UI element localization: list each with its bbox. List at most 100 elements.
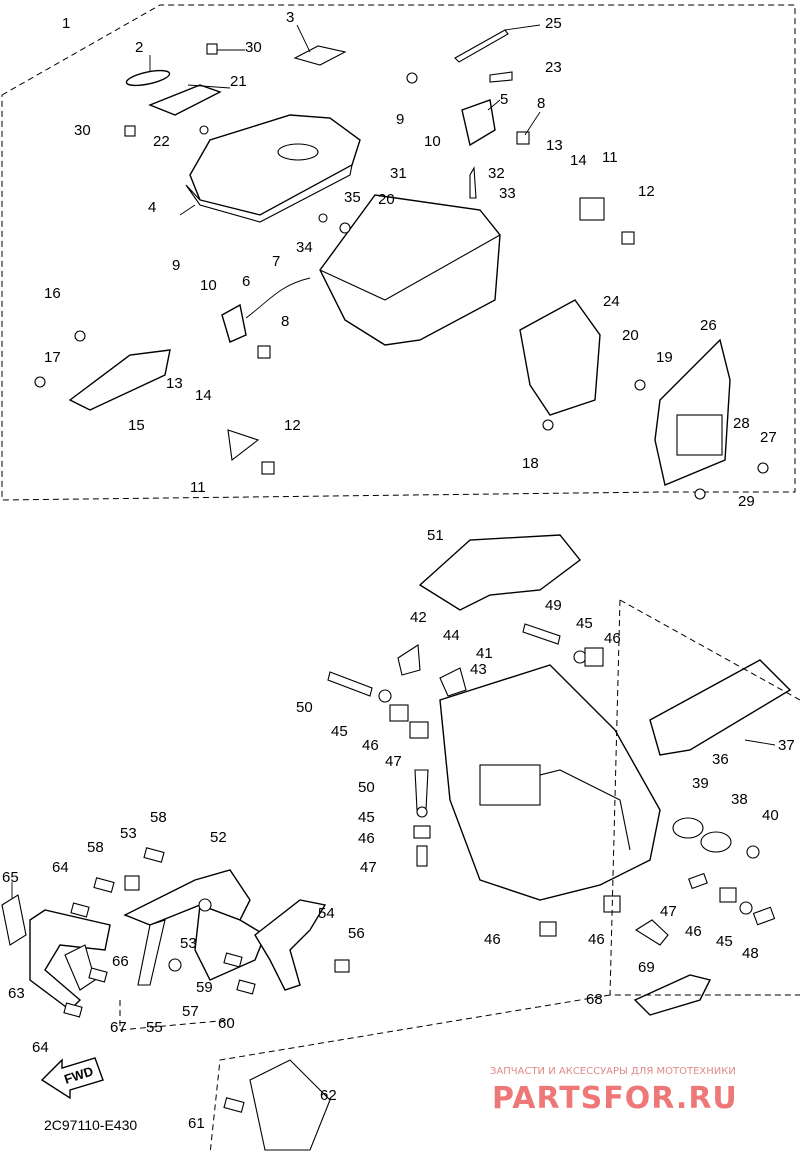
callout-47: 47	[385, 753, 402, 770]
callout-39: 39	[692, 775, 709, 792]
callout-60: 60	[218, 1015, 235, 1032]
callout-65: 65	[2, 869, 19, 886]
callout-8: 8	[281, 313, 289, 330]
callout-66: 66	[112, 953, 129, 970]
callout-53: 53	[180, 935, 197, 952]
callout-16: 16	[44, 285, 61, 302]
callout-42: 42	[410, 609, 427, 626]
callout-25: 25	[545, 15, 562, 32]
callout-37: 37	[778, 737, 795, 754]
callout-46: 46	[604, 630, 621, 647]
callout-57: 57	[182, 1003, 199, 1020]
callout-9: 9	[396, 111, 404, 128]
callout-7: 7	[272, 253, 280, 270]
callout-12: 12	[638, 183, 655, 200]
callout-67: 67	[110, 1019, 127, 1036]
callout-20: 20	[622, 327, 639, 344]
latch-hook	[634, 919, 669, 946]
callout-46: 46	[685, 923, 702, 940]
emblem-plate	[125, 69, 171, 87]
callout-18: 18	[522, 455, 539, 472]
callout-69: 69	[638, 959, 655, 976]
callout-45: 45	[331, 723, 348, 740]
callout-12: 12	[284, 417, 301, 434]
callout-62: 62	[320, 1087, 337, 1104]
callout-41: 41	[476, 645, 493, 662]
saddlebag-lid	[189, 114, 361, 216]
callout-27: 27	[760, 429, 777, 446]
callout-45: 45	[716, 933, 733, 950]
latch-plate	[461, 99, 496, 147]
callout-labels: 1 2 3 30 21 25 23 9 5 8 10 30 22 13 14 1…	[2, 9, 795, 1132]
callout-6: 6	[242, 273, 250, 290]
callout-47: 47	[660, 903, 677, 920]
callout-17: 17	[44, 349, 61, 366]
callout-5: 5	[500, 91, 508, 108]
diagram-code: 2C97110-E430	[44, 1117, 137, 1133]
callout-46: 46	[358, 830, 375, 847]
callout-53: 53	[120, 825, 137, 842]
callout-44: 44	[443, 627, 460, 644]
callout-45: 45	[358, 809, 375, 826]
callout-31: 31	[390, 165, 407, 182]
callout-48: 48	[742, 945, 759, 962]
callout-54: 54	[318, 905, 335, 922]
callout-47: 47	[360, 859, 377, 876]
callout-14: 14	[570, 152, 587, 169]
callout-58: 58	[87, 839, 104, 856]
bolt-50	[327, 671, 373, 697]
guard-stay-group	[1, 847, 350, 1151]
callout-1: 1	[62, 15, 70, 32]
callout-34: 34	[296, 239, 313, 256]
callout-3: 3	[286, 9, 294, 26]
seal-plate	[418, 534, 581, 611]
callout-46: 46	[362, 737, 379, 754]
callout-49: 49	[545, 597, 562, 614]
seal-strip	[293, 45, 347, 66]
callout-26: 26	[700, 317, 717, 334]
callout-55: 55	[146, 1019, 163, 1036]
bottom-panel	[633, 974, 712, 1016]
callout-14: 14	[195, 387, 212, 404]
guard-bar	[29, 909, 111, 1011]
callout-64: 64	[52, 859, 69, 876]
callout-24: 24	[603, 293, 620, 310]
callout-46: 46	[484, 931, 501, 948]
callout-45: 45	[576, 615, 593, 632]
callout-46: 46	[588, 931, 605, 948]
latch-base	[68, 349, 171, 411]
callout-30: 30	[74, 122, 91, 139]
callout-10: 10	[200, 277, 217, 294]
callout-2: 2	[135, 39, 143, 56]
callout-58: 58	[150, 809, 167, 826]
callout-21: 21	[230, 73, 247, 90]
side-stay	[254, 899, 327, 991]
callout-40: 40	[762, 807, 779, 824]
callout-19: 19	[656, 349, 673, 366]
bolt-49	[522, 623, 561, 645]
callout-22: 22	[153, 133, 170, 150]
callout-28: 28	[733, 415, 750, 432]
callout-68: 68	[586, 991, 603, 1008]
callout-50: 50	[358, 779, 375, 796]
callout-64: 64	[32, 1039, 49, 1056]
latch-clip	[227, 429, 260, 462]
callout-29: 29	[738, 493, 755, 510]
saddlebag-upper-group	[34, 24, 769, 500]
watermark: ЗАПЧАСТИ И АКСЕССУАРЫ ДЛЯ МОТОТЕХНИКИ PA…	[490, 1066, 737, 1116]
callout-35: 35	[344, 189, 361, 206]
callout-4: 4	[148, 199, 156, 216]
callout-13: 13	[546, 137, 563, 154]
hinge-bracket	[221, 303, 247, 343]
callout-15: 15	[128, 417, 145, 434]
saddlebag-lower-group	[209, 534, 800, 1154]
callout-13: 13	[166, 375, 183, 392]
callout-11: 11	[602, 149, 618, 166]
callout-36: 36	[712, 751, 729, 768]
callout-30: 30	[245, 39, 262, 56]
mount-rail	[649, 659, 792, 756]
callout-52: 52	[210, 829, 227, 846]
callout-9: 9	[172, 257, 180, 274]
watermark-caption: ЗАПЧАСТИ И АКСЕССУАРЫ ДЛЯ МОТОТЕХНИКИ	[490, 1066, 736, 1077]
